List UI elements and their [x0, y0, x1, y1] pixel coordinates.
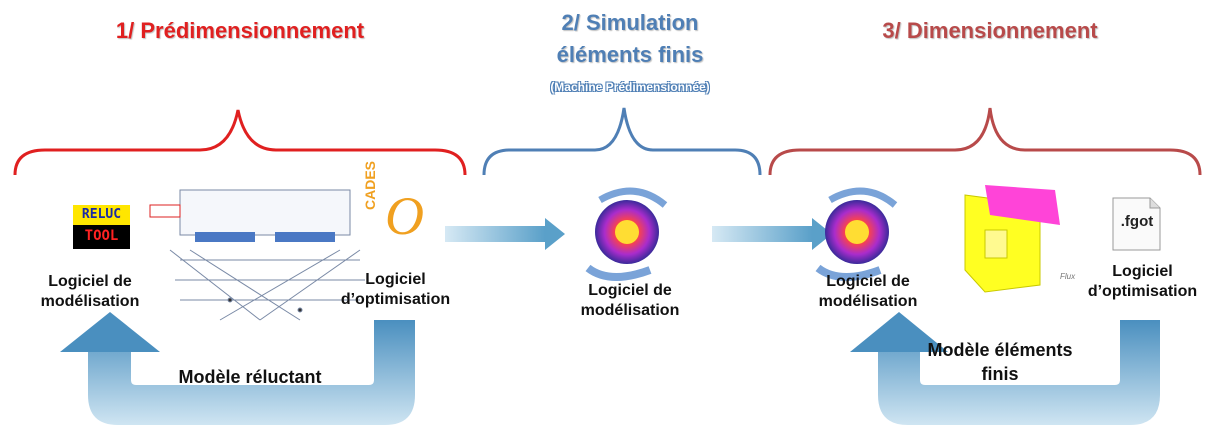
step3-title: 3/ Dimensionnement [882, 18, 1098, 43]
brace-step2 [482, 107, 762, 176]
arrow-step1-to-step2 [445, 218, 565, 250]
step2-title-line2: éléments finis [556, 42, 704, 67]
label-optimisation-3: Logiciel d’optimisation [1087, 263, 1198, 300]
loop-label-right-line1: Modèle éléments [927, 340, 1073, 360]
fgot-text: .fgot [1120, 213, 1154, 230]
label-modelisation-2-line2: modélisation [580, 302, 680, 319]
step2-title-line1: 2/ Simulation [561, 10, 699, 35]
loop-arrowhead-left [60, 312, 160, 352]
loop-label-right-line2: finis [981, 364, 1019, 384]
motor-disc-step2 [585, 187, 668, 282]
label-optimisation-1: Logiciel d’optimisation [340, 271, 451, 308]
loop-arrow-left [88, 320, 415, 425]
loop-label-left: Modèle réluctant [178, 367, 322, 387]
reluc-tool-logo: RELUC TOOL [73, 205, 130, 249]
fe-3d-part-image [964, 185, 1060, 293]
step2-subtitle: (Machine Prédimensionnée) [550, 80, 710, 94]
arrow-step2-to-step3 [712, 218, 832, 250]
step1-title: 1/ Prédimensionnement [115, 18, 365, 43]
loop-arrow-right [878, 320, 1160, 425]
reluc-text: RELUC [73, 205, 130, 225]
reluctance-network-image [149, 189, 365, 321]
brace-step3 [768, 107, 1202, 176]
label-modelisation-1: Logiciel de modélisation [40, 273, 140, 310]
brace-step1 [13, 109, 467, 176]
fgot-document-icon [1112, 197, 1161, 251]
label-modelisation-2-line1: Logiciel de [588, 282, 672, 299]
cades-o-letter: O [385, 186, 424, 246]
loop-arrowhead-right [850, 312, 948, 352]
flux-logo: Flux [1060, 272, 1076, 281]
cades-logo-text: CADES [362, 160, 378, 210]
tool-text: TOOL [84, 228, 119, 244]
motor-disc-step3 [815, 187, 898, 282]
label-modelisation-3: Logiciel de modélisation [818, 273, 918, 310]
